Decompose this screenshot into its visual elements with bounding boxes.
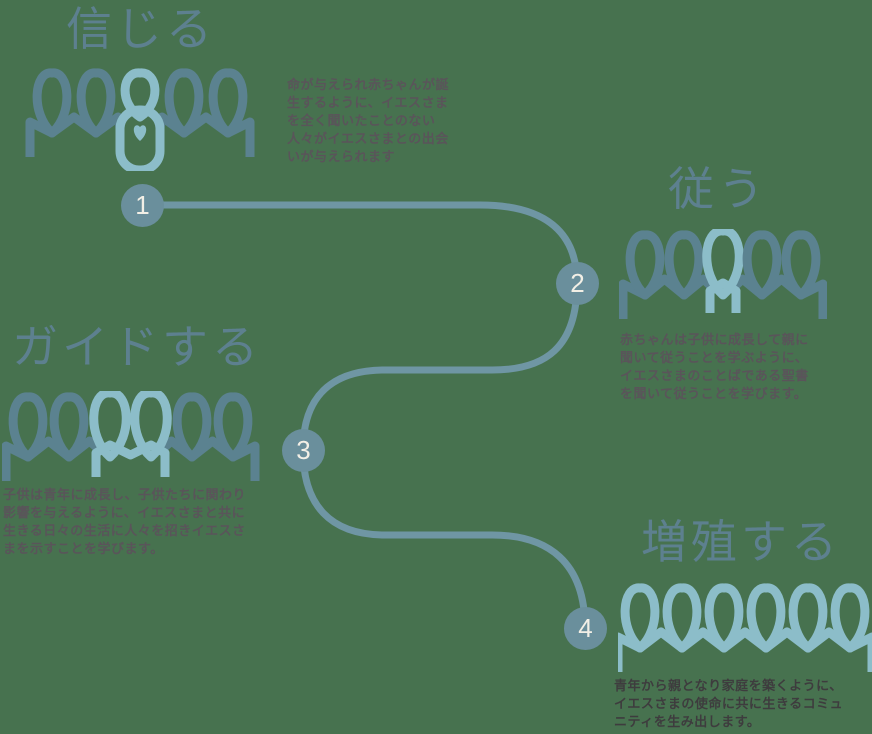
step-4-badge: 4 (564, 607, 607, 650)
section-guide-title: ガイドする (12, 321, 262, 373)
step-1-badge: 1 (121, 184, 164, 227)
section-believe-title: 信じる (66, 3, 216, 55)
guide-people-icon (1, 388, 260, 488)
section-guide-description: 子供は青年に成長し、子供たちに関わり 影響を与えるように、イエスさまと共に 生き… (3, 487, 247, 556)
section-believe-description: 命が与えられ赤ちゃんが誕 生するように、イエスさま を全く聞いたことのない 人々… (287, 77, 450, 164)
multiply-people-icon (613, 582, 872, 679)
section-follow-title: 従う (668, 163, 768, 215)
believe-people-icon (20, 67, 260, 176)
section-multiply-description: 青年から親となり家庭を築くように、 イエスさまの使命に共に生きるコミュ ニティを… (614, 678, 844, 729)
step-3-badge: 3 (282, 429, 325, 472)
section-multiply-title: 増殖する (641, 516, 841, 568)
step-2-badge: 2 (556, 262, 599, 305)
follow-people-icon (618, 226, 828, 326)
section-follow-description: 赤ちゃんは子供に成長して親に 聞いて従うことを学ぶように、 イエスさまのことばで… (620, 332, 809, 401)
